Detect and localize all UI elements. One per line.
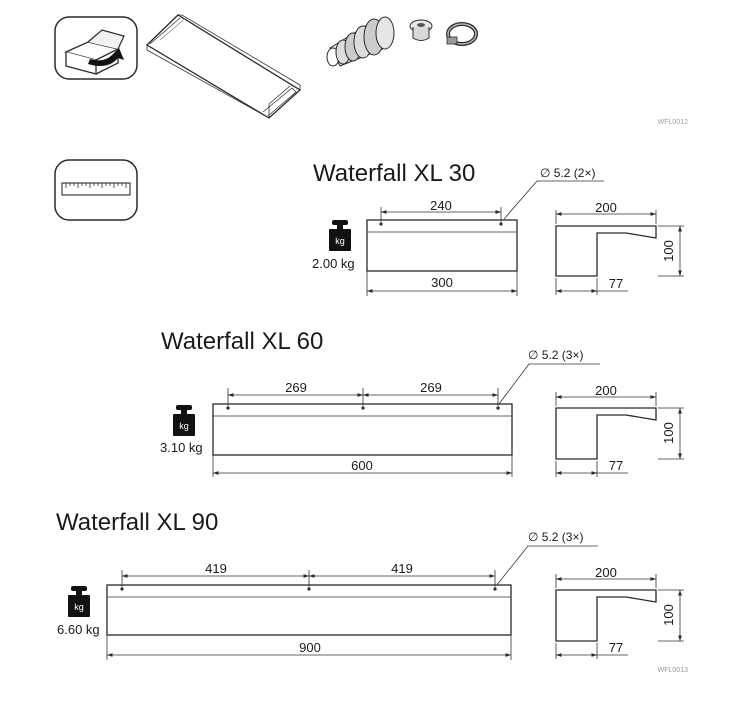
overall-length: 600: [351, 458, 373, 473]
model-block-xl90: Waterfall XL 90 ∅ 5.2 (3×) kg 6.60 kg 41…: [56, 509, 684, 660]
mount-hole: [379, 222, 383, 226]
hole-callout: ∅ 5.2 (3×): [528, 348, 583, 362]
height-dimension: 100: [661, 422, 676, 444]
height-dimension: 100: [661, 240, 676, 262]
mount-hole: [120, 587, 124, 591]
hole-leader: [495, 545, 598, 587]
waterfall-product-icon: [145, 14, 302, 119]
weight-icon: kg: [173, 405, 195, 436]
front-view: [212, 403, 513, 456]
weight-value: 2.00 kg: [312, 256, 355, 271]
depth-dimension: 200: [595, 200, 617, 215]
hose-adapter-icon: [326, 16, 395, 67]
mount-hole: [361, 406, 365, 410]
mount-hole: [226, 406, 230, 410]
lip-dimension: 77: [609, 458, 623, 473]
lip-dimension: 77: [609, 640, 623, 655]
hole-leader: [498, 363, 600, 405]
mount-hole: [493, 587, 497, 591]
model-title: Waterfall XL 60: [161, 328, 323, 355]
figure-code-top: WFL0012: [658, 119, 688, 126]
kg-label: kg: [335, 236, 345, 246]
hole-spacing: 419: [205, 561, 227, 576]
side-view-profile: [555, 589, 657, 642]
hole-leader: [503, 180, 604, 220]
mount-hole: [307, 587, 311, 591]
side-view-profile: [555, 407, 657, 460]
model-block-xl60: Waterfall XL 60 ∅ 5.2 (3×) kg 3.10 kg 26…: [160, 328, 684, 477]
depth-dimension: 200: [595, 565, 617, 580]
mount-hole: [499, 222, 503, 226]
weight-value: 6.60 kg: [57, 622, 100, 637]
kg-label: kg: [179, 421, 189, 431]
weight-icon: kg: [329, 220, 351, 251]
overall-length: 300: [431, 275, 453, 290]
ruler-measure-icon: [54, 159, 138, 221]
front-view: [106, 584, 512, 636]
weight-icon: kg: [68, 586, 90, 617]
overall-length: 900: [299, 640, 321, 655]
hole-spacing: 269: [420, 380, 442, 395]
model-title: Waterfall XL 90: [56, 509, 218, 536]
plug-icon: [409, 19, 433, 41]
weight-value: 3.10 kg: [160, 440, 203, 455]
kg-label: kg: [74, 602, 84, 612]
lip-dimension: 77: [609, 276, 623, 291]
hole-callout: ∅ 5.2 (3×): [528, 530, 583, 544]
model-title: Waterfall XL 30: [313, 160, 475, 187]
hole-spacing: 419: [391, 561, 413, 576]
height-dimension: 100: [661, 604, 676, 626]
mount-hole: [496, 406, 500, 410]
depth-dimension: 200: [595, 383, 617, 398]
figure-code-bottom: WFL0013: [658, 667, 688, 674]
model-block-xl30: Waterfall XL 30 ∅ 5.2 (2×) kg 2.00 kg 24…: [312, 160, 684, 296]
hole-spacing: 240: [430, 198, 452, 213]
hole-callout: ∅ 5.2 (2×): [540, 166, 595, 180]
hole-spacing: 269: [285, 380, 307, 395]
side-view-profile: [555, 225, 657, 277]
front-view: [366, 219, 518, 272]
hose-clamp-icon: [446, 22, 478, 46]
unpack-box-icon: [54, 16, 138, 80]
